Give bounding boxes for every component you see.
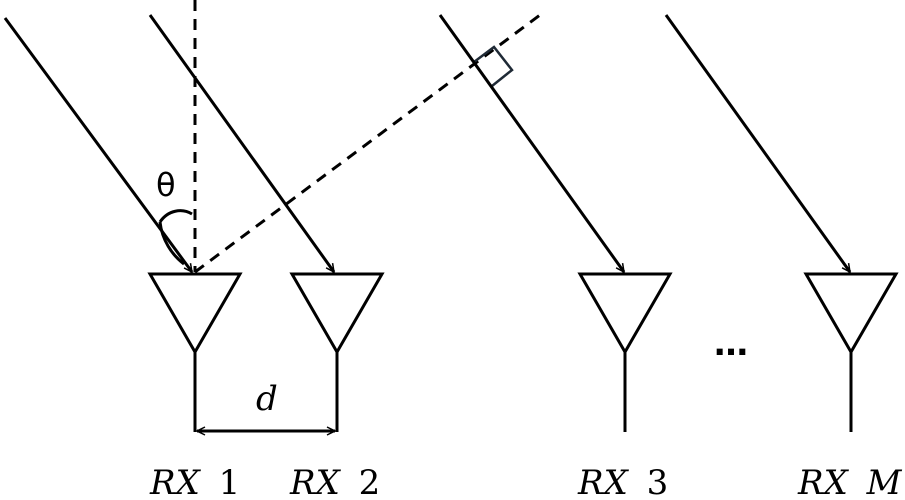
incident-ray-rx2 [148, 14, 336, 272]
rx-label-3: RX 3 [577, 463, 668, 500]
rx-label-1: RX 1 [149, 463, 240, 500]
ellipsis: … [714, 324, 748, 364]
antenna-rx2 [289, 272, 385, 432]
antenna-rx1 [147, 272, 243, 432]
theta-arc [158, 209, 193, 223]
incident-ray-rxm [664, 14, 852, 272]
wavefront-line [194, 13, 541, 274]
spacing-label: d [256, 379, 278, 419]
rx-label-2: RX 2 [289, 463, 380, 500]
antenna-rx3 [577, 272, 673, 432]
theta-label: θ [156, 166, 176, 204]
incident-ray-rx3 [438, 14, 626, 272]
antenna-rxm [803, 272, 899, 432]
right-angle-marker [473, 45, 514, 87]
rx-label-m: RX M [797, 463, 903, 500]
theta-arc-tail [158, 221, 185, 266]
